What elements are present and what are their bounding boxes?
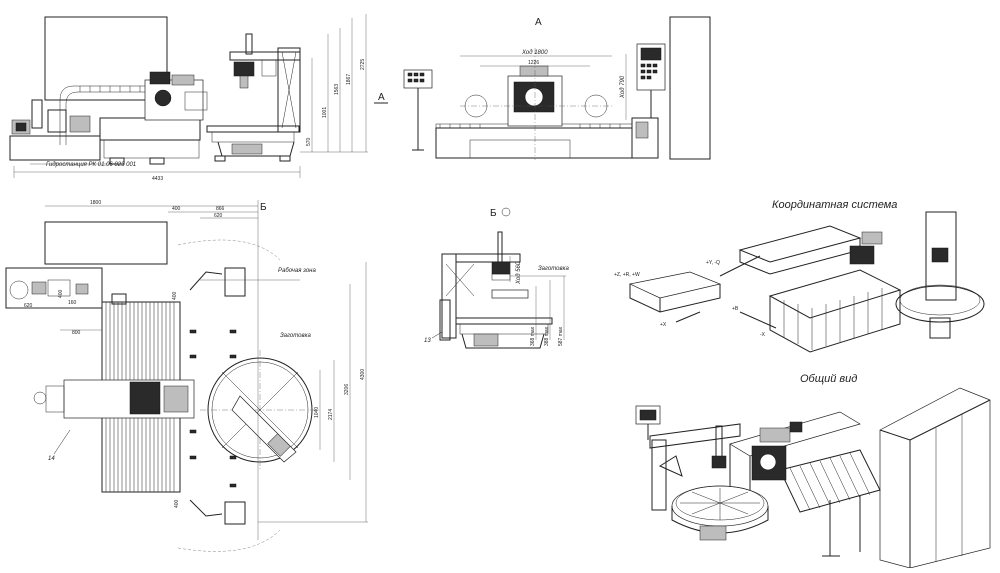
height-dim-2725: 2725 <box>360 59 366 70</box>
plan-dim-400-top: 400 <box>172 206 181 212</box>
dim-368-max: 368 max <box>530 326 536 346</box>
stroke-z-dim: Ход 560 <box>516 261 522 285</box>
plan-dim-1800: 1800 <box>90 200 101 206</box>
gantry-column <box>277 47 301 133</box>
front-elevation-view: А <box>403 16 711 160</box>
section-b-column <box>441 253 457 339</box>
section-b-workpiece: Заготовка <box>538 266 569 272</box>
cable-chain <box>59 85 150 145</box>
electric-cabinet-front <box>669 16 711 160</box>
hydro-station-label: Гидростанция РК 01.06 023 001 <box>46 162 136 168</box>
callout-14: 14 <box>48 456 55 462</box>
front-bed <box>435 127 633 159</box>
width-1226-dim: 1226 <box>528 60 539 66</box>
plan-rotary-table <box>200 350 320 470</box>
coords-rotary-table <box>895 285 985 323</box>
section-b-title: Б <box>490 208 497 219</box>
plan-dim-160: 160 <box>68 300 77 306</box>
plan-dim-800: 800 <box>72 330 81 336</box>
section-mark-b: Б <box>260 202 267 213</box>
isometric-general-view: Общий вид <box>635 373 991 569</box>
machine-bed <box>99 117 201 141</box>
plan-dim-400-left: 400 <box>58 289 64 298</box>
spindle-head <box>144 79 204 121</box>
height-dim-1867: 1867 <box>346 74 352 85</box>
plan-view: 1800 400 866 620 Б Рабочая зона Заготовк… <box>5 200 368 552</box>
plan-workpiece-label: Заготовка <box>280 333 311 339</box>
dim-388-max: 388 max <box>544 326 550 346</box>
dim-587-max: 587 max <box>558 326 564 346</box>
plan-dim-866: 866 <box>216 206 225 212</box>
section-mark-a: А <box>378 92 385 103</box>
plan-dim-400-bottom: 400 <box>174 499 180 508</box>
plan-dim-400-mid: 400 <box>172 291 178 300</box>
stroke-x-dim: Ход 1800 <box>521 50 548 56</box>
callout-13: 13 <box>424 338 431 344</box>
hydraulic-station <box>9 135 101 161</box>
axis-label-z: +Z, +R, +W <box>614 272 640 278</box>
axis-label-b: +B <box>732 306 739 312</box>
iso-electric-cabinet <box>879 387 991 569</box>
control-cabinet-outline <box>44 16 168 101</box>
iso-title: Общий вид <box>800 373 857 385</box>
rotary-table-side <box>206 125 300 133</box>
plan-dim-620-left: 620 <box>24 303 33 309</box>
work-zone-label: Рабочая зона <box>278 268 316 274</box>
coords-workpiece-box <box>628 271 722 299</box>
axis-label-y: +Y, -Q <box>706 260 720 266</box>
height-dim-570: 570 <box>306 137 312 146</box>
plan-dim-1040: 1040 <box>314 407 320 418</box>
view-title-a: А <box>535 17 542 28</box>
section-b-view: Б Ход 560 Заготовка 368 max 388 max 587 … <box>424 207 569 349</box>
stroke-y-dim: Ход 790 <box>620 75 626 99</box>
height-dim-1001: 1001 <box>322 107 328 118</box>
coords-title: Координатная система <box>772 199 897 211</box>
axis-label-x-plus: +X <box>660 322 667 328</box>
plan-dim-3206: 3206 <box>344 384 350 395</box>
height-dim-1563: 1563 <box>334 84 340 95</box>
side-elevation-view: Гидростанция РК 01.06 023 001 4433 2725 … <box>9 14 388 182</box>
axis-label-x-minus: -X <box>760 332 766 338</box>
coordinate-system-view: Координатная система +Z, +R, +W +Y, -Q <box>614 199 985 353</box>
plan-cabinet-outline <box>44 221 168 265</box>
plan-dim-2174: 2174 <box>328 409 334 420</box>
plan-dim-620-top: 620 <box>214 213 223 219</box>
plan-dim-4300: 4300 <box>360 369 366 380</box>
overall-width-dim: 4433 <box>152 176 163 182</box>
